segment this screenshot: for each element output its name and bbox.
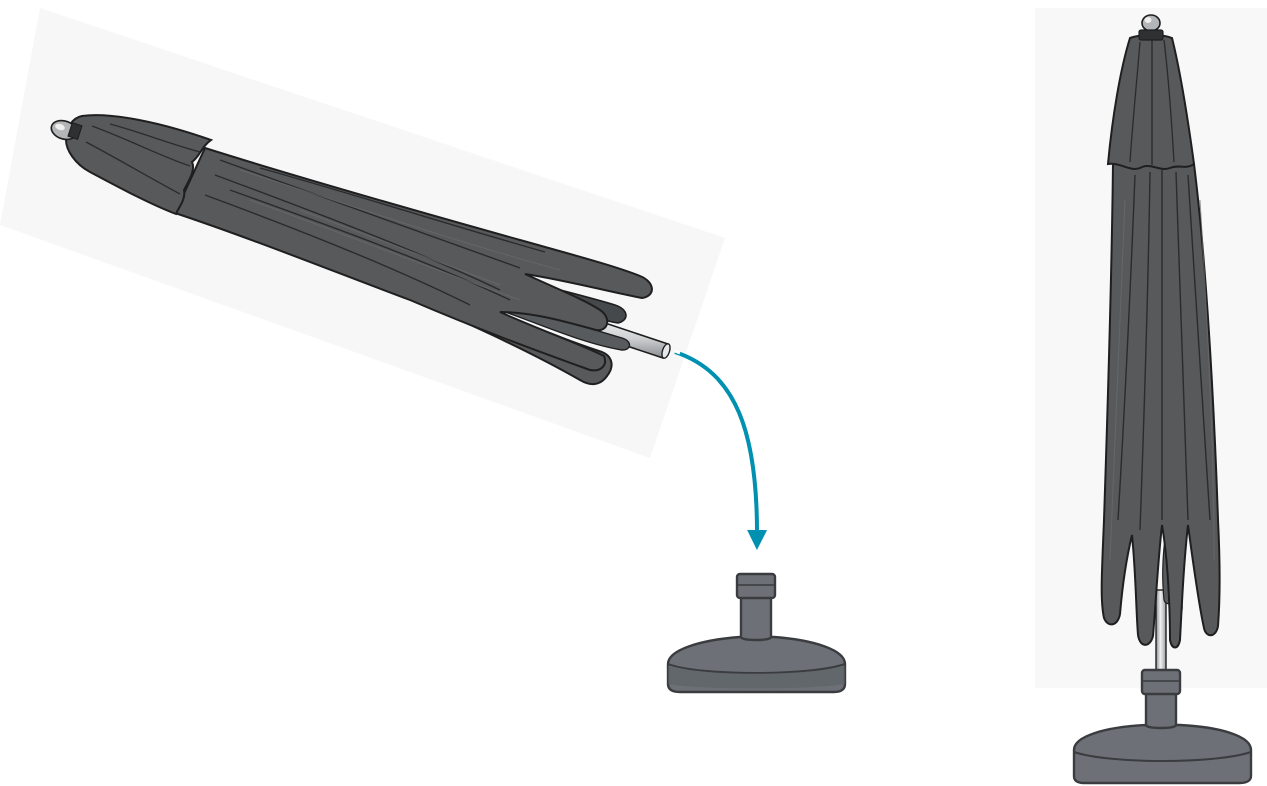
tilted-umbrella bbox=[0, 8, 725, 458]
tilted-finial bbox=[50, 119, 83, 141]
base-neck bbox=[739, 594, 773, 642]
upright-umbrella bbox=[1035, 8, 1267, 785]
upright-cover-folds bbox=[1117, 170, 1211, 531]
upright-finial bbox=[1138, 14, 1164, 41]
base-socket bbox=[735, 572, 777, 600]
parasol-base-empty bbox=[666, 572, 847, 694]
tilted-top-cap-fabric bbox=[64, 114, 214, 216]
tilted-cover-body bbox=[173, 146, 653, 372]
upright-base bbox=[1072, 668, 1253, 785]
upright-cover-body bbox=[1100, 160, 1221, 649]
tilted-cover-folds bbox=[204, 159, 546, 306]
arrow-curved-down-icon bbox=[674, 350, 768, 550]
